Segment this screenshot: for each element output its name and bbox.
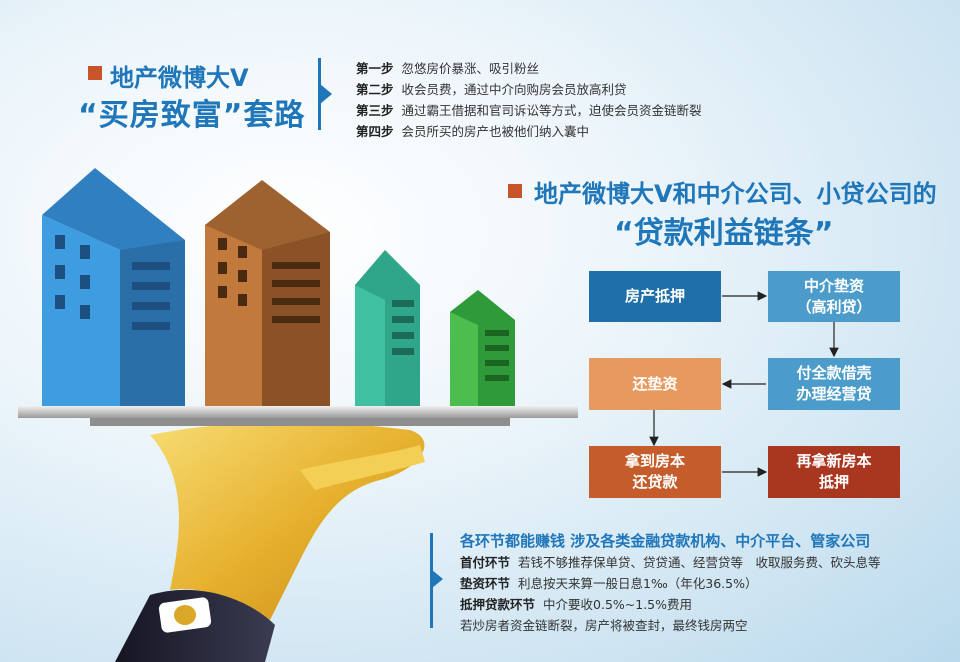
building-brown bbox=[205, 180, 330, 406]
title-bullet-square bbox=[508, 184, 522, 198]
node-label: 拿到房本 bbox=[624, 452, 685, 470]
pointer-arrow-icon bbox=[432, 570, 443, 588]
note-label: 垫资环节 bbox=[460, 576, 511, 591]
pointer-arrow-icon bbox=[320, 84, 332, 104]
flow-node-repay-advance: 还垫资 bbox=[589, 358, 721, 410]
node-label: 还贷款 bbox=[632, 473, 678, 491]
flow-node-new-mortgage: 再拿新房本 抵押 bbox=[768, 446, 900, 498]
step-1: 第一步忽悠房价暴涨、吸引粉丝 bbox=[356, 58, 702, 79]
step-4: 第四步会员所买的房产也被他们纳入囊中 bbox=[356, 121, 702, 142]
divider-bar bbox=[318, 58, 321, 130]
note-label: 抵押贷款环节 bbox=[460, 597, 536, 612]
profit-heading: 各环节都能赚钱 涉及各类金融贷款机构、中介平台、管家公司 bbox=[460, 532, 871, 550]
step-label: 第一步 bbox=[356, 61, 394, 76]
note-text: 中介要收0.5%~1.5%费用 bbox=[543, 597, 693, 612]
node-label: 抵押 bbox=[818, 473, 849, 491]
note-row: 首付环节若钱不够推荐保单贷、贷贷通、经营贷等 收取服务费、砍头息等 bbox=[460, 552, 881, 573]
step-label: 第四步 bbox=[356, 124, 394, 139]
note-text: 若钱不够推荐保单贷、贷贷通、经营贷等 收取服务费、砍头息等 bbox=[518, 555, 881, 570]
step-text: 收会员费，通过中介向购房会员放高利贷 bbox=[401, 82, 627, 97]
node-label: 再拿新房本 bbox=[796, 452, 872, 470]
node-label: 房产抵押 bbox=[624, 287, 685, 305]
title1-line2: “买房致富”套路 bbox=[78, 98, 306, 133]
illustration bbox=[18, 168, 578, 662]
note-label: 首付环节 bbox=[460, 555, 511, 570]
step-label: 第三步 bbox=[356, 103, 394, 118]
flow-node-mortgage: 房产抵押 bbox=[589, 271, 721, 322]
step-label: 第二步 bbox=[356, 82, 394, 97]
flow-node-agency-advance: 中介垫资 （高利贷） bbox=[768, 271, 900, 322]
steps-list: 第一步忽悠房价暴涨、吸引粉丝 第二步收会员费，通过中介向购房会员放高利贷 第三步… bbox=[356, 58, 702, 142]
node-label: 办理经营贷 bbox=[796, 385, 872, 403]
node-label: 还垫资 bbox=[632, 374, 678, 393]
divider-bar bbox=[430, 533, 433, 628]
profit-notes: 各环节都能赚钱 涉及各类金融贷款机构、中介平台、管家公司 首付环节若钱不够推荐保… bbox=[460, 530, 881, 636]
note-footer: 若炒房者资金链断裂，房产将被查封，最终钱房两空 bbox=[460, 618, 748, 633]
note-row: 垫资环节利息按天来算一般日息1‰（年化36.5%） bbox=[460, 573, 881, 594]
title1-line1: 地产微博大V bbox=[110, 64, 249, 92]
step-text: 通过霸王借据和官司诉讼等方式，迫使会员资金链断裂 bbox=[401, 103, 702, 118]
note-text: 利息按天来算一般日息1‰（年化36.5%） bbox=[518, 576, 758, 591]
node-label: （高利贷） bbox=[796, 297, 872, 316]
tray bbox=[18, 406, 578, 426]
step-3: 第三步通过霸王借据和官司诉讼等方式，迫使会员资金链断裂 bbox=[356, 100, 702, 121]
step-text: 会员所买的房产也被他们纳入囊中 bbox=[401, 124, 590, 139]
note-row: 抵押贷款环节中介要收0.5%~1.5%费用 bbox=[460, 594, 881, 615]
step-text: 忽悠房价暴涨、吸引粉丝 bbox=[401, 61, 540, 76]
flow-node-business-loan: 付全款借壳 办理经营贷 bbox=[768, 358, 900, 410]
title2-line2: “贷款利益链条” bbox=[614, 216, 834, 251]
gold-hand bbox=[150, 422, 425, 620]
title2-line1: 地产微博大V和中介公司、小贷公司的 bbox=[534, 180, 937, 208]
flow-node-get-deed: 拿到房本 还贷款 bbox=[589, 446, 721, 498]
step-2: 第二步收会员费，通过中介向购房会员放高利贷 bbox=[356, 79, 702, 100]
title-bullet-square bbox=[88, 66, 102, 80]
node-label: 付全款借壳 bbox=[796, 364, 872, 382]
node-label: 中介垫资 bbox=[803, 276, 864, 295]
sleeve-cuff bbox=[115, 589, 275, 662]
building-teal bbox=[355, 250, 420, 406]
building-green bbox=[450, 290, 515, 406]
building-blue bbox=[42, 168, 185, 406]
